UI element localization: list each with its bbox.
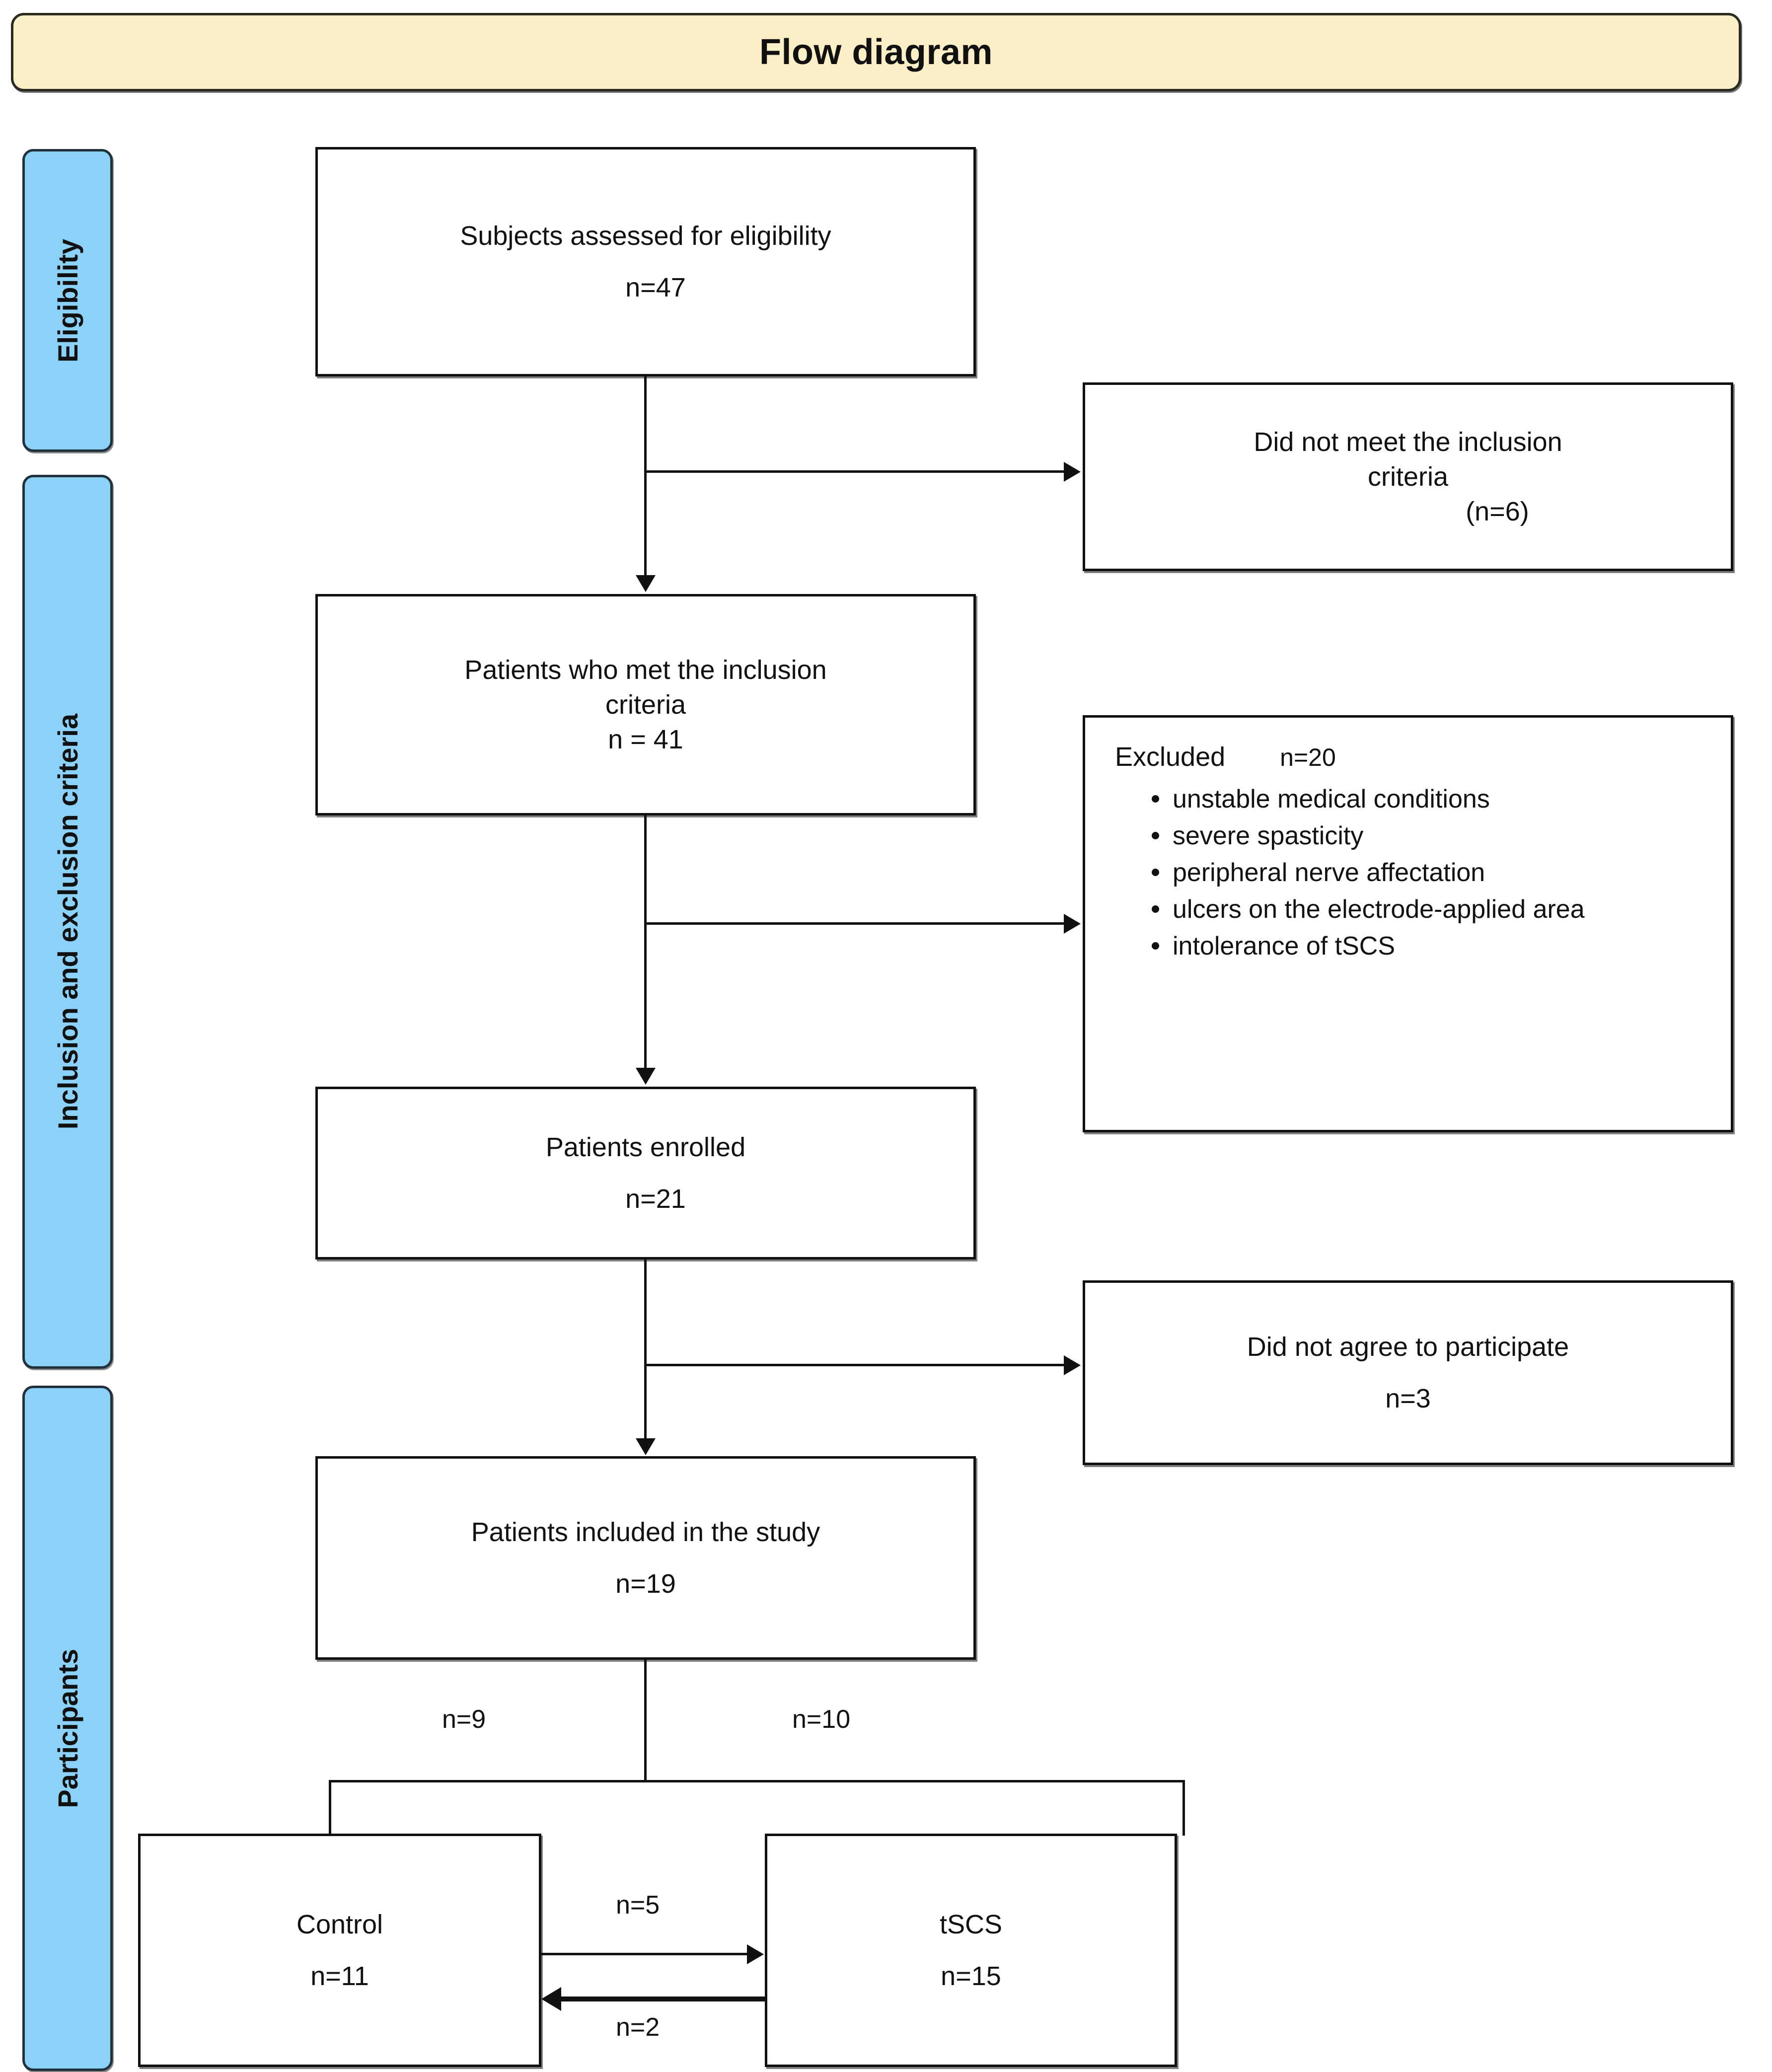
node-tscs-group-text: tSCS xyxy=(939,1909,1003,1939)
node-patients-included-text: Patients included in the study xyxy=(471,1517,820,1547)
node-patients-enrolled-text: Patients enrolled xyxy=(545,1132,746,1162)
edge-label-split-left: n=9 xyxy=(442,1705,486,1734)
node-subjects-assessed-text: Subjects assessed for eligibility xyxy=(460,221,831,251)
node-patients-included: Patients included in the study n=19 xyxy=(315,1456,976,1660)
connector-split-to-control xyxy=(329,1780,331,1836)
arrowhead-right-tscs xyxy=(747,1944,764,1964)
arrowhead-left-control xyxy=(541,1987,561,2011)
node-patients-met-criteria-text: Patients who met the inclusion xyxy=(464,655,827,685)
node-patients-enrolled-count: n=21 xyxy=(625,1184,686,1214)
edge-label-control-to-tscs: n=5 xyxy=(616,1891,660,1920)
connector-tscs-to-control xyxy=(561,1997,765,2001)
connector-assessed-to-did-not-meet xyxy=(644,470,1064,473)
node-tscs-group-count: n=15 xyxy=(941,1961,1001,1991)
connector-assessed-to-met xyxy=(644,376,647,575)
list-item: ulcers on the electrode-applied area xyxy=(1150,891,1585,928)
node-subjects-assessed-count: n=47 xyxy=(625,273,686,302)
connector-split-bar xyxy=(329,1780,1185,1782)
node-did-not-meet-criteria: Did not meet the inclusion criteria (n=6… xyxy=(1083,382,1733,571)
node-did-not-meet-criteria-text: Did not meet the inclusion xyxy=(1254,427,1562,457)
node-control-group: Control n=11 xyxy=(138,1834,541,2067)
arrowhead-right-excluded xyxy=(1064,914,1081,934)
connector-split-to-tscs xyxy=(1182,1780,1185,1836)
arrowhead-right-did-not-agree xyxy=(1064,1355,1081,1375)
phase-band-participants: Participants xyxy=(22,1386,113,2071)
node-did-not-meet-criteria-text2: criteria xyxy=(1367,461,1449,492)
node-excluded-header: Excluded n=20 xyxy=(1115,740,1336,774)
list-item: intolerance of tSCS xyxy=(1150,928,1585,965)
phase-band-inclusion-exclusion: Inclusion and exclusion criteria xyxy=(22,475,113,1369)
edge-label-split-right: n=10 xyxy=(792,1705,851,1734)
node-patients-enrolled: Patients enrolled n=21 xyxy=(315,1087,976,1259)
page-title: Flow diagram xyxy=(759,32,993,72)
connector-met-to-enrolled xyxy=(644,815,647,1068)
node-patients-met-criteria: Patients who met the inclusion criteria … xyxy=(315,594,976,815)
connector-enrolled-to-did-not-agree xyxy=(644,1364,1064,1366)
list-item: unstable medical conditions xyxy=(1150,781,1585,818)
connector-met-to-excluded xyxy=(644,922,1064,925)
node-excluded-text: Excluded xyxy=(1115,742,1226,772)
node-control-group-text: Control xyxy=(296,1909,383,1939)
node-excluded: Excluded n=20 unstable medical condition… xyxy=(1083,715,1733,1132)
arrowhead-down-enrolled xyxy=(636,1068,656,1085)
arrowhead-right-did-not-meet xyxy=(1064,462,1081,482)
arrowhead-down-met xyxy=(636,575,656,592)
connector-included-to-split xyxy=(644,1660,647,1782)
node-patients-met-criteria-text2: criteria xyxy=(605,689,686,720)
node-excluded-count: n=20 xyxy=(1280,743,1336,771)
node-control-group-count: n=11 xyxy=(310,1961,369,1991)
connector-enrolled-to-included xyxy=(644,1259,647,1438)
list-item: peripheral nerve affectation xyxy=(1150,855,1585,891)
node-patients-met-criteria-count: n = 41 xyxy=(608,725,683,755)
node-patients-included-count: n=19 xyxy=(615,1569,676,1599)
edge-label-tscs-to-control: n=2 xyxy=(616,2013,660,2042)
node-did-not-agree-text: Did not agree to participate xyxy=(1247,1332,1569,1362)
phase-band-participants-label: Participants xyxy=(52,1648,83,1808)
node-did-not-meet-criteria-count: (n=6) xyxy=(1466,497,1529,527)
node-tscs-group: tSCS n=15 xyxy=(765,1834,1177,2067)
phase-band-eligibility: Eligibility xyxy=(22,149,113,452)
phase-band-inclusion-exclusion-label: Inclusion and exclusion criteria xyxy=(52,714,83,1130)
list-item: severe spasticity xyxy=(1150,818,1585,855)
node-subjects-assessed: Subjects assessed for eligibility n=47 xyxy=(315,147,976,376)
node-did-not-agree: Did not agree to participate n=3 xyxy=(1083,1280,1733,1465)
phase-band-eligibility-label: Eligibility xyxy=(52,238,83,363)
node-did-not-agree-count: n=3 xyxy=(1385,1384,1431,1413)
connector-control-to-tscs xyxy=(541,1953,747,1955)
node-excluded-reason-list: unstable medical conditions severe spast… xyxy=(1150,781,1585,964)
diagram-title-banner: Flow diagram xyxy=(11,13,1741,91)
arrowhead-down-included xyxy=(636,1438,656,1455)
